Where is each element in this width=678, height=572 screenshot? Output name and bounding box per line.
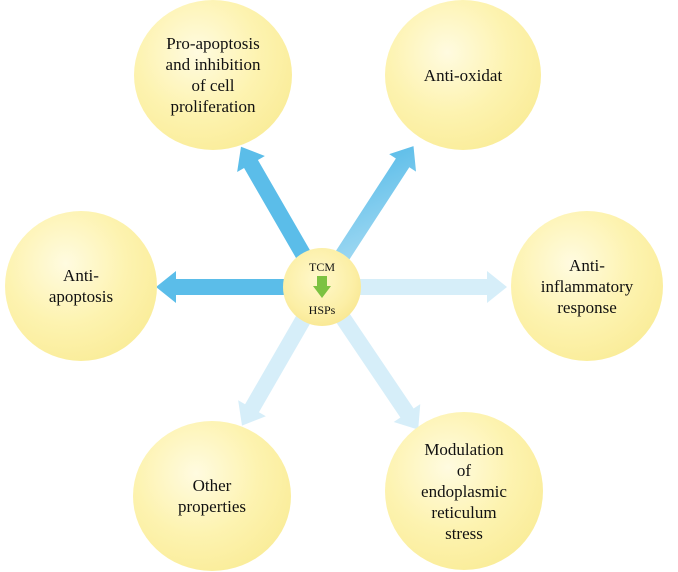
down-arrow-icon: [313, 276, 331, 298]
node-anti-apoptosis: Anti- apoptosis: [5, 211, 157, 361]
node-er-stress: Modulation of endoplasmic reticulum stre…: [385, 412, 543, 570]
arrow-to-anti-apoptosis: [156, 271, 322, 303]
node-pro-apoptosis: Pro-apoptosis and inhibition of cell pro…: [134, 0, 292, 150]
node-label: Anti-oxidat: [423, 65, 503, 85]
node-label: Modulation of endoplasmic reticulum stre…: [421, 439, 507, 543]
node-label: Anti- inflammatory response: [540, 255, 634, 317]
node-other-properties: Other properties: [133, 421, 291, 571]
node-anti-inflammatory: Anti- inflammatory response: [511, 211, 663, 361]
node-label: Anti- apoptosis: [48, 266, 114, 306]
node-label: Other properties: [178, 476, 246, 516]
node-anti-oxidat: Anti-oxidat: [385, 0, 541, 150]
center-bottom-label: HSPs: [308, 303, 336, 317]
center-node: TCM HSPs: [283, 248, 361, 326]
arrow-to-anti-inflammatory: [322, 271, 507, 303]
center-top-label: TCM: [308, 260, 335, 274]
node-label: Pro-apoptosis and inhibition of cell pro…: [165, 34, 261, 116]
